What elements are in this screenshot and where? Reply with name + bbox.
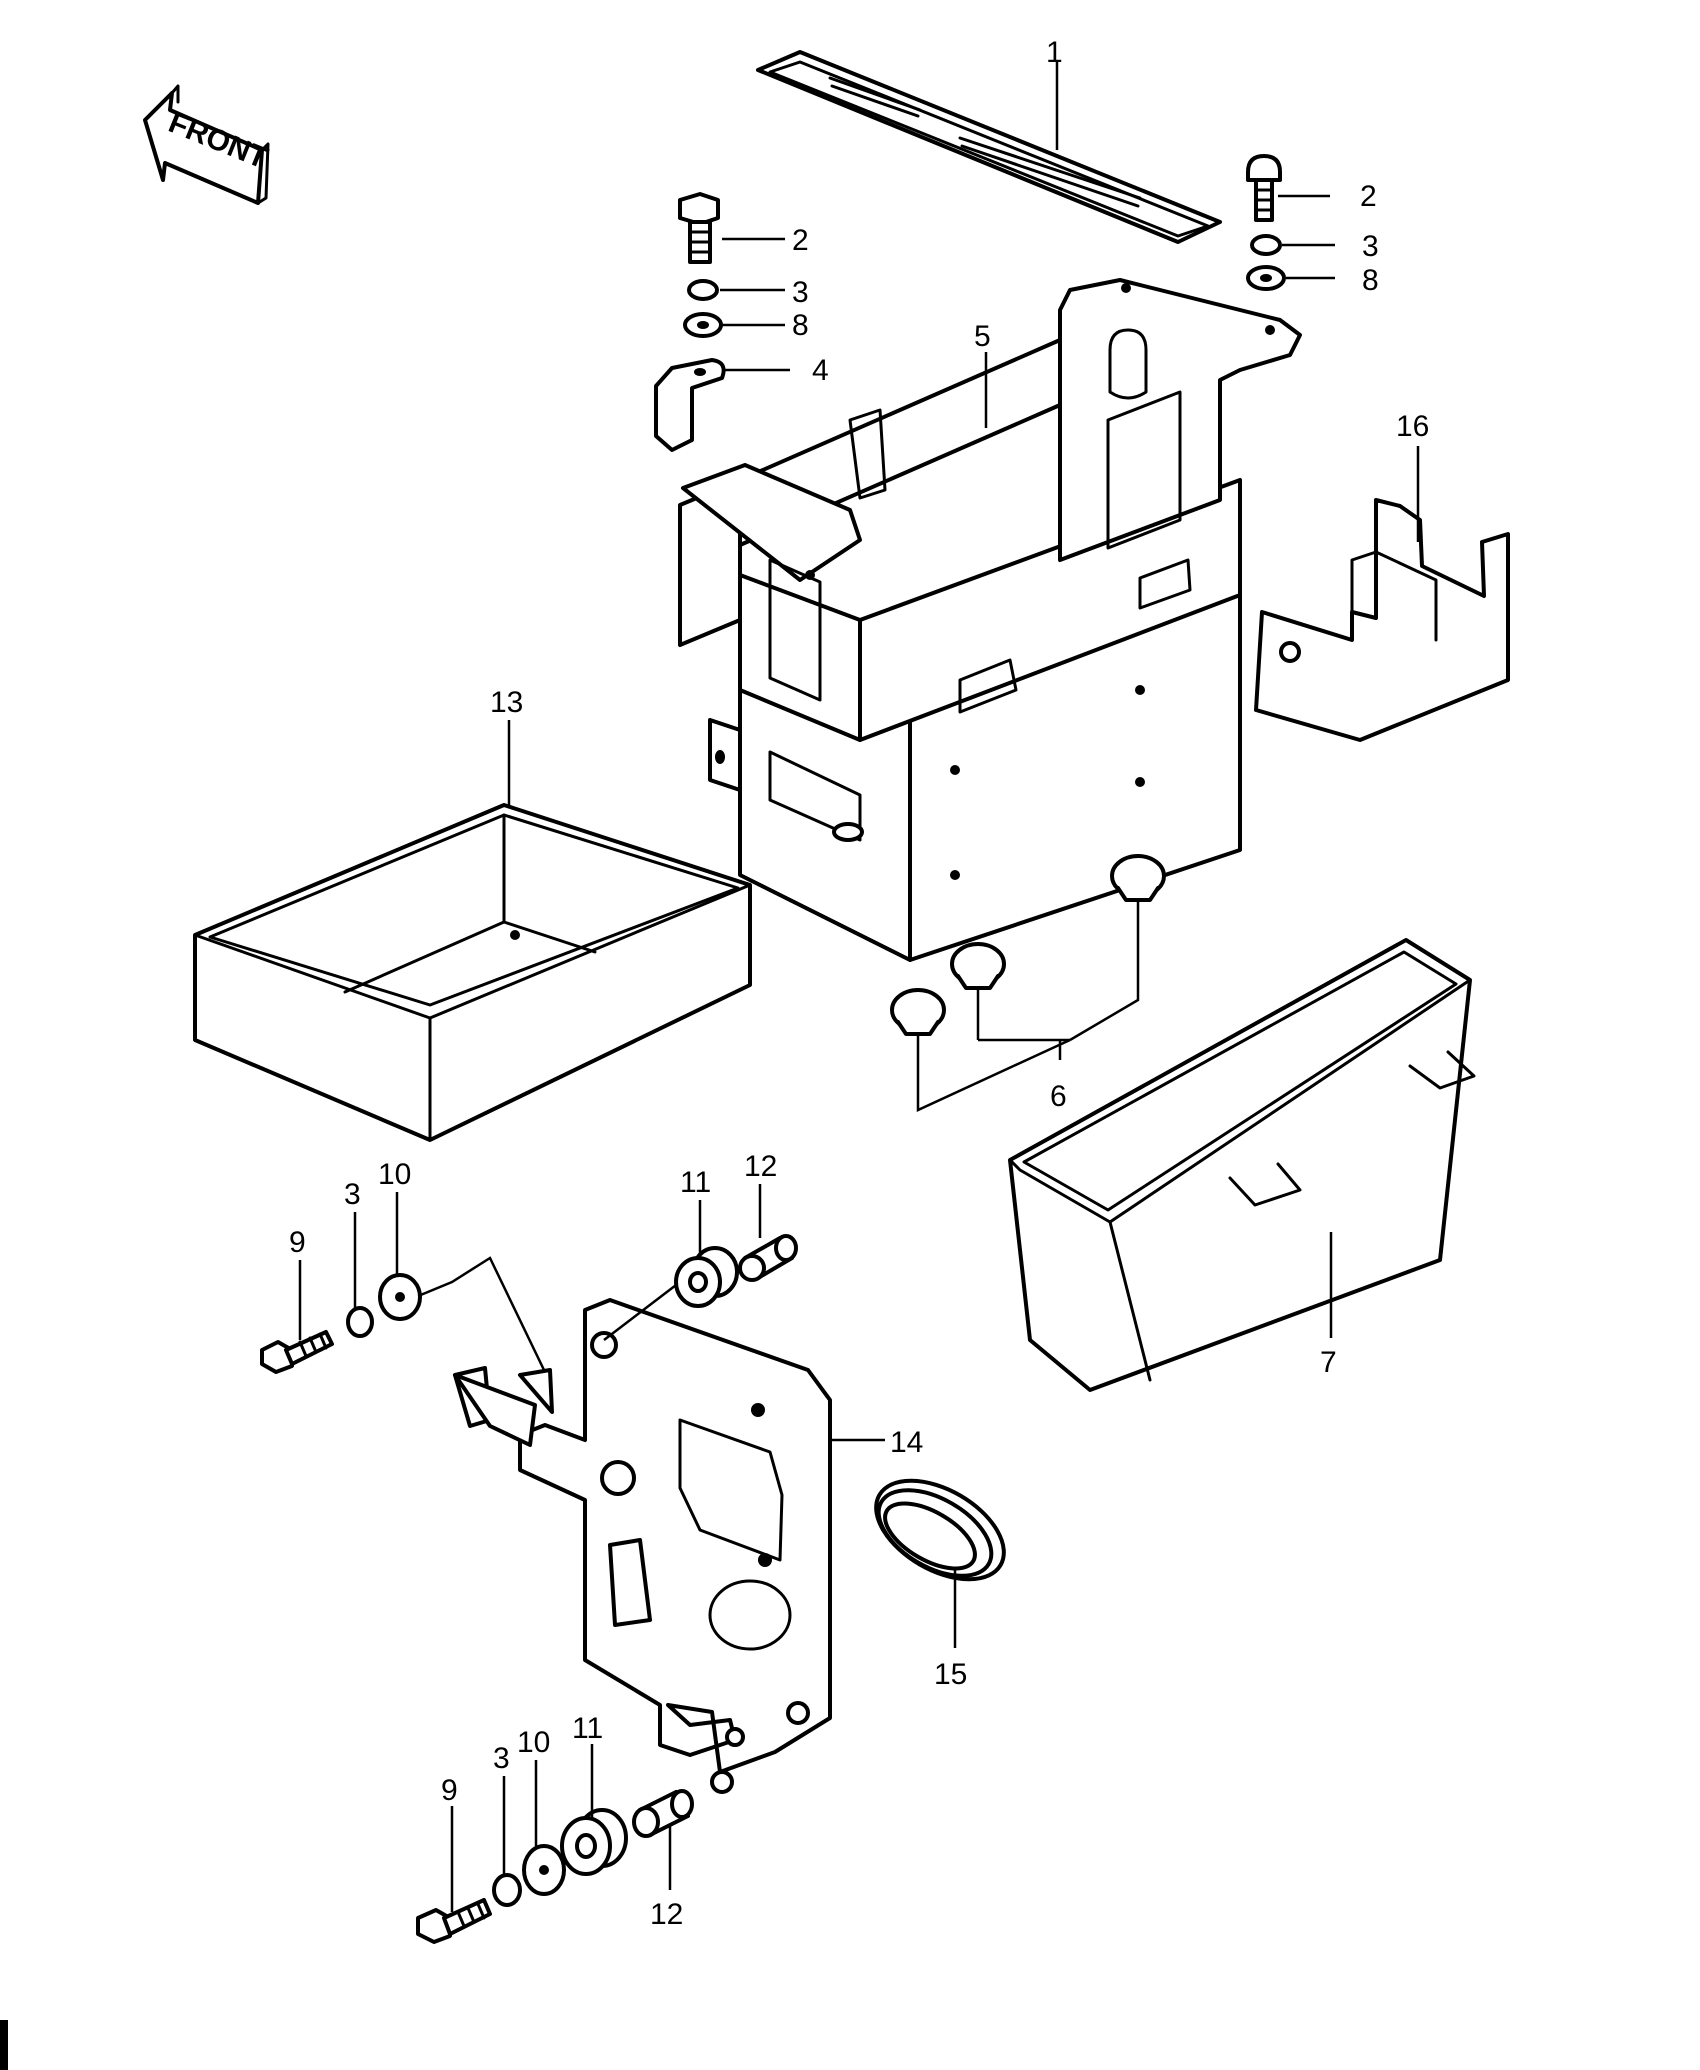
callout-10-upper: 10: [378, 1158, 411, 1191]
callout-2-right: 2: [1360, 180, 1377, 213]
grommet-icon: [560, 1808, 628, 1876]
rubber-damper-icon: [890, 854, 1166, 1112]
callout-11-lower: 11: [572, 1712, 603, 1745]
mounting-plate-icon: [393, 1256, 832, 1794]
callout-labels: 1 2 2 3 3 8 8 4 5 16 13 6 7 9 3 10 11 12…: [289, 36, 1429, 1931]
bolt-icon: [416, 1898, 492, 1944]
oval-grommet-icon: [874, 1478, 1006, 1582]
lock-washer-icon: [1250, 234, 1282, 256]
callout-10-lower: 10: [517, 1726, 550, 1759]
callout-3-right: 3: [1362, 230, 1379, 263]
callout-15: 15: [934, 1658, 967, 1691]
front-arrow-icon: FRONT: [143, 84, 272, 205]
callout-8-left: 8: [792, 309, 809, 342]
page-edge-mark: [0, 2020, 8, 2070]
callout-3-left: 3: [792, 276, 809, 309]
callout-14: 14: [890, 1426, 923, 1459]
battery-box-icon: [193, 803, 752, 1142]
callout-1: 1: [1046, 36, 1063, 69]
callout-2-left: 2: [792, 224, 809, 257]
callout-3-upper: 3: [344, 1178, 361, 1211]
bolt-icon: [1246, 154, 1282, 222]
callout-3-lower: 3: [493, 1742, 510, 1775]
callout-12-upper: 12: [744, 1150, 777, 1183]
callout-5: 5: [974, 320, 991, 353]
callout-9-upper: 9: [289, 1226, 306, 1259]
bolt-icon: [678, 192, 720, 264]
callout-7: 7: [1320, 1346, 1337, 1379]
leader-lines: [298, 62, 1420, 1912]
battery-case-icon: [678, 278, 1302, 962]
lock-washer-icon: [687, 279, 719, 301]
grommet-icon: [674, 1246, 739, 1308]
collar-icon: [632, 1789, 694, 1838]
callout-12-lower: 12: [650, 1898, 683, 1931]
bracket-clip-icon: [654, 358, 726, 452]
lock-washer-icon: [346, 1306, 374, 1338]
collar-icon: [738, 1234, 798, 1282]
callout-11-upper: 11: [680, 1166, 711, 1199]
bolt-icon: [260, 1330, 334, 1374]
lock-washer-icon: [492, 1873, 522, 1907]
callout-8-right: 8: [1362, 264, 1379, 297]
callout-4: 4: [812, 354, 829, 387]
callout-9-lower: 9: [441, 1774, 458, 1807]
battery-cover-icon: [1254, 498, 1510, 742]
callout-16: 16: [1396, 410, 1429, 443]
battery-tray-icon: [1008, 938, 1476, 1392]
callout-6: 6: [1050, 1080, 1067, 1113]
strap-icon: [756, 50, 1222, 244]
callout-13: 13: [490, 686, 523, 719]
